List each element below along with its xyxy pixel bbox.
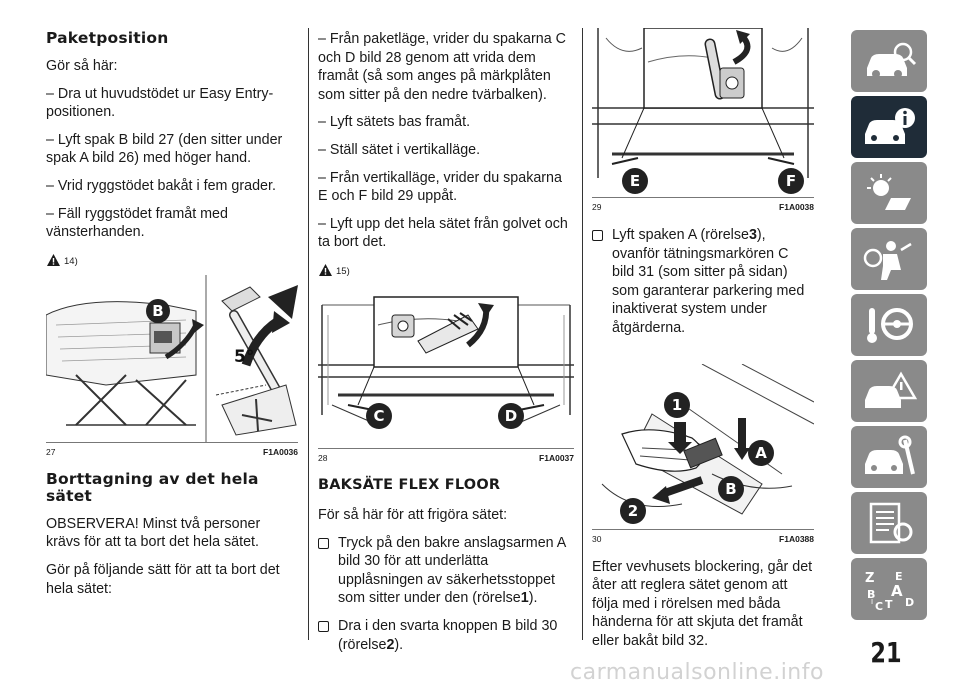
seat-lever-illustration — [46, 274, 298, 442]
column-3: E F 29 F1A0038 Lyft spaken A (rörelse3),… — [592, 28, 814, 660]
page-number: 21 — [870, 636, 902, 669]
warning-icon — [319, 263, 332, 276]
paragraph: – Dra ut huvudstödet ur Easy Entry-posit… — [46, 85, 274, 121]
paragraph: – Från vertikalläge, vrider du spakarna … — [318, 169, 562, 205]
tab-technical-data[interactable] — [851, 492, 927, 554]
warning-number: 14) — [64, 255, 78, 267]
figure-angle-label: 5° — [234, 346, 255, 367]
car-search-icon — [867, 42, 917, 78]
figure-label-d: D — [498, 402, 524, 429]
figure-label-f: F — [778, 168, 804, 194]
steering-key-icon — [867, 308, 913, 343]
column-1: Paketposition Gör så här: – Dra ut huvud… — [46, 30, 298, 607]
checkbox-bullet-icon — [318, 537, 329, 549]
figure-code: F1A0388 — [779, 533, 814, 544]
airbag-person-icon — [863, 241, 912, 280]
figure-caption: 30 F1A0388 — [592, 534, 814, 544]
svg-text:I: I — [871, 598, 873, 606]
figure-number: 28 — [318, 452, 328, 463]
tab-warning-lights[interactable] — [851, 162, 927, 224]
tab-maintenance[interactable] — [851, 426, 927, 488]
tab-vehicle-info[interactable] — [851, 96, 927, 158]
warning-reference[interactable]: 14) — [46, 249, 298, 267]
column-divider-1 — [308, 28, 309, 640]
figure-30: 1 A B 2 — [592, 363, 814, 530]
figure-label-1: 1 — [664, 391, 690, 418]
figure-label-b: B — [146, 298, 170, 323]
tab-get-to-know-car[interactable] — [851, 30, 927, 92]
figure-code: F1A0037 — [539, 452, 574, 463]
svg-text:B: B — [867, 588, 875, 601]
paragraph: Gör så här: — [46, 58, 118, 74]
paragraph: – Fäll ryggstödet framåt med vänsterhand… — [46, 205, 228, 241]
tab-starting-driving[interactable] — [851, 294, 927, 356]
figure-code: F1A0038 — [779, 202, 814, 212]
svg-text:Z: Z — [865, 571, 874, 586]
specifications-icon — [869, 502, 913, 544]
tab-emergency[interactable] — [851, 360, 927, 422]
figure-code: F1A0036 — [263, 446, 298, 457]
svg-text:A: A — [891, 582, 903, 600]
figure-number: 27 — [46, 446, 56, 457]
watermark: carmanualsonline.info — [570, 660, 824, 685]
warning-number: 15) — [336, 265, 350, 277]
figure-number: 29 — [592, 202, 602, 212]
checkbox-bullet-icon — [592, 230, 603, 241]
svg-text:D: D — [905, 596, 914, 609]
figure-label-a: A — [748, 439, 774, 466]
figure-caption: 28 F1A0037 — [318, 453, 574, 463]
paragraph: Efter vevhusets blockering, går det åter… — [592, 558, 813, 649]
seat-base-lever-illustration — [318, 296, 574, 426]
paragraph: – Ställ sätet i vertikalläge. — [318, 141, 481, 158]
car-info-icon — [865, 108, 915, 144]
svg-text:C: C — [875, 600, 883, 612]
paragraph: OBSERVERA! Minst två personer krävs för … — [46, 515, 261, 551]
paragraph: För så här för att frigöra sätet: — [318, 506, 508, 523]
bullet-item: Tryck på den bakre anslagsarmen A bild 3… — [318, 534, 574, 608]
heading-paketposition: Paketposition — [46, 29, 169, 47]
paragraph: Gör på följande sätt för att ta bort det… — [46, 561, 280, 597]
figure-28: C D — [318, 285, 574, 449]
figure-caption: 29 F1A0038 — [592, 202, 814, 212]
checkbox-bullet-icon — [318, 620, 329, 632]
bullet-item: Lyft spaken A (rörelse3), ovanför tätnin… — [592, 226, 814, 338]
column-2: – Från paketläge, vrider du spakarna C o… — [318, 30, 574, 663]
paragraph: – Lyft sätets bas framåt. — [318, 114, 471, 131]
heading-flex-floor: BAKSÄTE FLEX FLOOR — [318, 476, 501, 493]
paragraph: – Lyft upp det hela sätet från golvet oc… — [318, 215, 568, 251]
paragraph: – Lyft spak B bild 27 (den sitter under … — [46, 131, 283, 167]
figure-caption: 27 F1A0036 — [46, 447, 298, 457]
warning-reference[interactable]: 15) — [318, 259, 574, 277]
paragraph: – Från paketläge, vrider du spakarna C o… — [318, 31, 566, 103]
figure-27: B 5° — [46, 274, 298, 443]
figure-number: 30 — [592, 533, 602, 544]
svg-text:T: T — [885, 598, 893, 611]
car-breakdown-icon — [865, 371, 917, 408]
figure-label-2: 2 — [620, 497, 646, 524]
figure-label-e: E — [622, 168, 648, 194]
bullet-item: Dra i den svarta knoppen B bild 30 (röre… — [318, 617, 574, 654]
svg-text:E: E — [895, 570, 903, 583]
paragraph: – Vrid ryggstödet bakåt i fem grader. — [46, 177, 276, 194]
figure-29: E F — [592, 28, 814, 198]
seat-floor-lever-illustration — [592, 28, 814, 178]
heading-borttagning: Borttagning av det hela sätet — [46, 469, 259, 505]
warning-lights-icon — [867, 174, 911, 210]
warning-icon — [47, 253, 60, 266]
car-service-icon — [865, 435, 915, 475]
figure-label-b: B — [718, 475, 744, 502]
column-divider-2 — [582, 28, 583, 640]
figure-label-c: C — [366, 402, 392, 429]
tab-safety[interactable] — [851, 228, 927, 290]
